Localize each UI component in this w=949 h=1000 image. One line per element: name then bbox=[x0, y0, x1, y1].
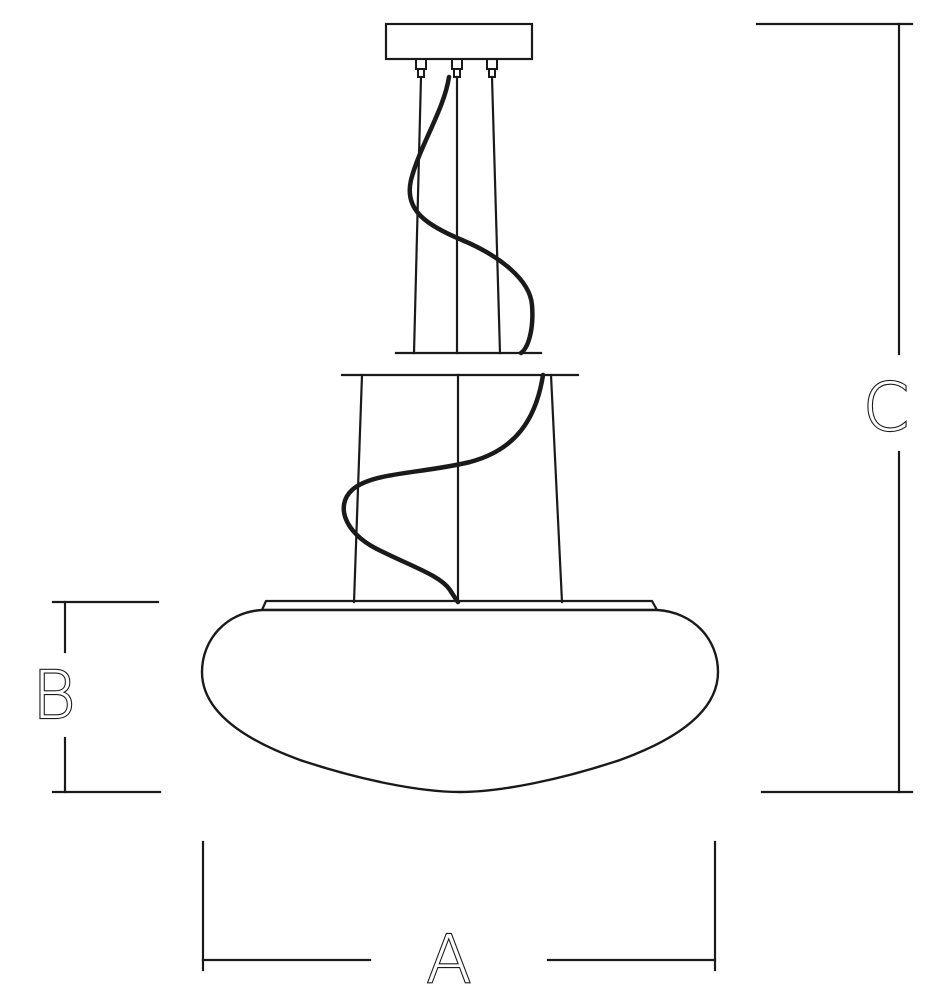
dimension-a-label: A bbox=[426, 921, 471, 998]
dimension-c-label: C bbox=[863, 369, 909, 446]
power-cable bbox=[341, 74, 546, 605]
lower-suspension-rods bbox=[352, 373, 564, 604]
dimension-c: C bbox=[755, 22, 914, 794]
upper-suspension-wires bbox=[412, 75, 502, 355]
glass-shade bbox=[200, 608, 720, 794]
dimension-a: A bbox=[201, 840, 717, 999]
ceiling-canopy bbox=[384, 22, 534, 78]
dimension-b: B bbox=[31, 600, 162, 794]
dimension-b-label: B bbox=[32, 657, 75, 734]
